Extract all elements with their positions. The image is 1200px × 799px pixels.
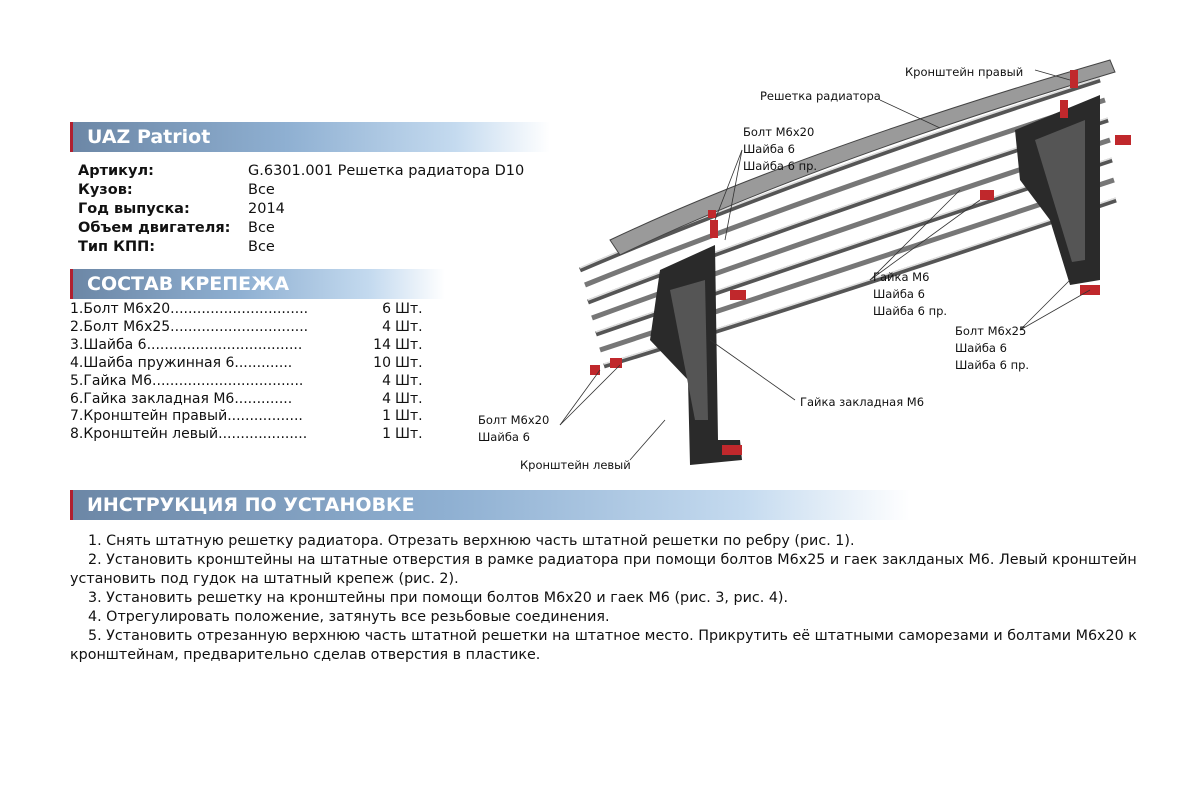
fastener-name: 6.Гайка закладная М6............. bbox=[70, 390, 293, 407]
bracket-left bbox=[650, 245, 742, 465]
fasteners-list: 1.Болт М6х20............................… bbox=[70, 301, 423, 444]
label-bolt25: Болт М6х25 Шайба 6 Шайба 6 пр. bbox=[955, 323, 1029, 374]
label-line: Гайка М6 bbox=[873, 270, 930, 284]
fastener-qty: 14 bbox=[373, 336, 391, 353]
fastener-unit: Шт. bbox=[395, 354, 423, 371]
info-row: Артикул: G.6301.001 Решетка радиатора D10 bbox=[78, 162, 524, 181]
fastener-name: 7.Кронштейн правый................. bbox=[70, 408, 303, 425]
info-row: Кузов: Все bbox=[78, 181, 524, 200]
label-nut: Гайка М6 Шайба 6 Шайба 6 пр. bbox=[873, 269, 947, 320]
info-label: Год выпуска: bbox=[78, 201, 190, 217]
fastener-qty: 1 bbox=[382, 408, 391, 425]
label-line: Шайба 6 bbox=[743, 142, 795, 156]
fastener-name: 2.Болт М6х25............................… bbox=[70, 318, 309, 335]
bracket-right bbox=[1015, 95, 1100, 285]
fastener-qty: 4 bbox=[382, 318, 391, 335]
instruction-step: 4. Отрегулировать положение, затянуть вс… bbox=[88, 609, 610, 625]
label-line: Шайба 6 пр. bbox=[873, 304, 948, 318]
label-line: Шайба 6 bbox=[873, 287, 925, 301]
fastener-unit: Шт. bbox=[395, 372, 423, 389]
instructions-header: ИНСТРУКЦИЯ ПО УСТАНОВКЕ bbox=[70, 490, 910, 520]
instruction-step: 2. Установить кронштейны на штатные отве… bbox=[70, 552, 1137, 587]
info-value: Все bbox=[248, 239, 275, 255]
label-line: Болт М6х20 bbox=[743, 125, 815, 139]
leader-lines bbox=[559, 69, 1091, 461]
label-line: Болт М6х20 bbox=[478, 413, 550, 427]
instructions-list: 1. Снять штатную решетку радиатора. Отре… bbox=[70, 532, 1150, 665]
label-embedded-nut: Гайка закладная М6 bbox=[800, 395, 925, 409]
instruction-step: 1. Снять штатную решетку радиатора. Отре… bbox=[88, 533, 855, 549]
fastener-unit: Шт. bbox=[395, 301, 423, 317]
fastener-qty: 4 bbox=[382, 372, 391, 389]
fastener-name: 3.Шайба 6...............................… bbox=[70, 336, 303, 353]
instruction-step: 5. Установить отрезанную верхнюю часть ш… bbox=[70, 628, 1137, 663]
grille-top-rail bbox=[609, 59, 1116, 256]
model-header: UAZ Patriot bbox=[70, 122, 550, 152]
fastener-name: 1.Болт М6х20............................… bbox=[70, 301, 309, 317]
label-line: Шайба 6 пр. bbox=[743, 159, 818, 173]
info-value: 2014 bbox=[248, 201, 285, 217]
label-grille: Решетка радиатора bbox=[760, 89, 881, 103]
label-line: Шайба 6 пр. bbox=[955, 358, 1030, 372]
fastener-item: 5.Гайка М6..............................… bbox=[70, 373, 423, 391]
info-label: Артикул: bbox=[78, 163, 154, 179]
info-row: Объем двигателя: Все bbox=[78, 219, 524, 238]
fastener-name: 8.Кронштейн левый.................... bbox=[70, 426, 308, 443]
info-row: Год выпуска: 2014 bbox=[78, 200, 524, 219]
fastener-unit: Шт. bbox=[395, 408, 423, 425]
fastener-unit: Шт. bbox=[395, 336, 423, 353]
info-value: Все bbox=[248, 182, 275, 198]
label-bracket-right: Кронштейн правый bbox=[905, 65, 1024, 79]
info-label: Кузов: bbox=[78, 182, 133, 198]
info-value: Все bbox=[248, 220, 275, 236]
grille-assembly-diagram: Кронштейн правый Решетка радиатора Болт … bbox=[460, 40, 1180, 490]
label-top-bolt: Болт М6х20 Шайба 6 Шайба 6 пр. bbox=[743, 124, 817, 175]
info-row: Тип КПП: Все bbox=[78, 238, 524, 257]
info-label: Тип КПП: bbox=[78, 239, 156, 255]
label-line: Болт М6х25 bbox=[955, 324, 1027, 338]
assembly-drawing bbox=[559, 59, 1131, 465]
label-left-bolt: Болт М6х20 Шайба 6 bbox=[478, 412, 549, 446]
fastener-unit: Шт. bbox=[395, 426, 423, 443]
instruction-step: 3. Установить решетку на кронштейны при … bbox=[88, 590, 789, 606]
fastener-qty: 1 bbox=[382, 426, 391, 443]
fastener-unit: Шт. bbox=[395, 390, 423, 407]
fastener-name: 4.Шайба пружинная 6............. bbox=[70, 354, 293, 371]
product-info: Артикул: G.6301.001 Решетка радиатора D10… bbox=[78, 162, 524, 257]
fastener-unit: Шт. bbox=[395, 318, 423, 335]
fastener-item: 2.Болт М6х25............................… bbox=[70, 319, 423, 337]
info-value: G.6301.001 Решетка радиатора D10 bbox=[248, 163, 525, 179]
fastener-item: 3.Шайба 6...............................… bbox=[70, 337, 423, 355]
fasteners-header: СОСТАВ КРЕПЕЖА bbox=[70, 269, 445, 299]
fastener-name: 5.Гайка М6..............................… bbox=[70, 372, 304, 389]
label-bracket-left: Кронштейн левый bbox=[520, 458, 631, 472]
label-line: Шайба 6 bbox=[478, 430, 530, 444]
label-line: Шайба 6 bbox=[955, 341, 1007, 355]
fastener-qty: 4 bbox=[382, 390, 391, 407]
fastener-qty: 6 bbox=[382, 301, 391, 317]
fastener-qty: 10 bbox=[373, 354, 391, 371]
fastener-item: 1.Болт М6х20............................… bbox=[70, 301, 423, 319]
info-label: Объем двигателя: bbox=[78, 220, 231, 236]
